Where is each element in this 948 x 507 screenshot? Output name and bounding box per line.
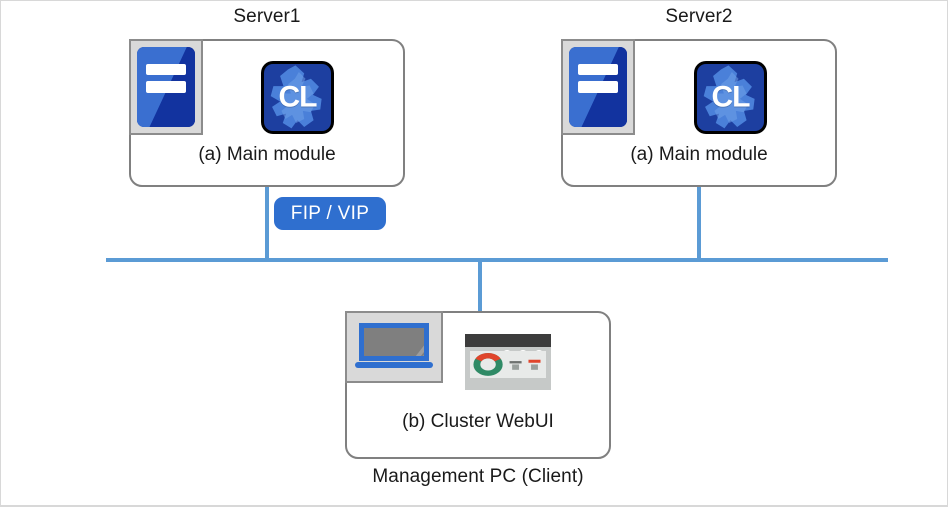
server-rack-icon-body — [569, 47, 627, 127]
management-pc-link-line — [478, 258, 482, 311]
server-rack-icon — [129, 39, 203, 135]
clusterpro-cl-icon: CL — [694, 61, 767, 134]
clusterpro-cl-icon-inner: CL — [264, 64, 331, 131]
laptop-icon-screen — [359, 322, 429, 361]
server-rack-icon-bar-1 — [146, 63, 186, 75]
browser-window-icon-titlebar — [465, 334, 551, 348]
clusterpro-cl-icon-text: CL — [278, 79, 318, 113]
server-rack-icon-bar-1 — [578, 63, 618, 75]
server-rack-icon — [561, 39, 635, 135]
laptop-icon-glint-2 — [403, 343, 424, 356]
interconnect-bus-line — [106, 258, 888, 262]
server-rack-icon-bar-2 — [578, 81, 618, 93]
server1-module-label: (a) Main module — [198, 144, 336, 165]
laptop-icon — [345, 311, 443, 383]
clusterpro-cl-icon-inner: CL — [697, 64, 764, 131]
laptop-icon-glint-1 — [409, 336, 424, 356]
server1-link-line — [265, 187, 269, 262]
laptop-icon-base — [354, 361, 434, 369]
fip-vip-badge[interactable]: FIP / VIP — [274, 197, 386, 230]
management-pc-title: Management PC (Client) — [372, 466, 584, 487]
management-pc-module-label: (b) Cluster WebUI — [402, 411, 554, 432]
server2-module-label: (a) Main module — [630, 144, 768, 165]
server1-title: Server1 — [233, 6, 301, 27]
server2-title: Server2 — [665, 6, 733, 27]
browser-window-icon-charts — [473, 352, 541, 376]
canvas-bottom-rule — [1, 505, 947, 506]
server-rack-icon-bar-2 — [146, 81, 186, 93]
server2-link-line — [697, 187, 701, 262]
browser-window-icon — [465, 334, 551, 390]
server-rack-icon-body — [137, 47, 195, 127]
clusterpro-cl-icon: CL — [261, 61, 334, 134]
clusterpro-cl-icon-text: CL — [711, 79, 751, 113]
